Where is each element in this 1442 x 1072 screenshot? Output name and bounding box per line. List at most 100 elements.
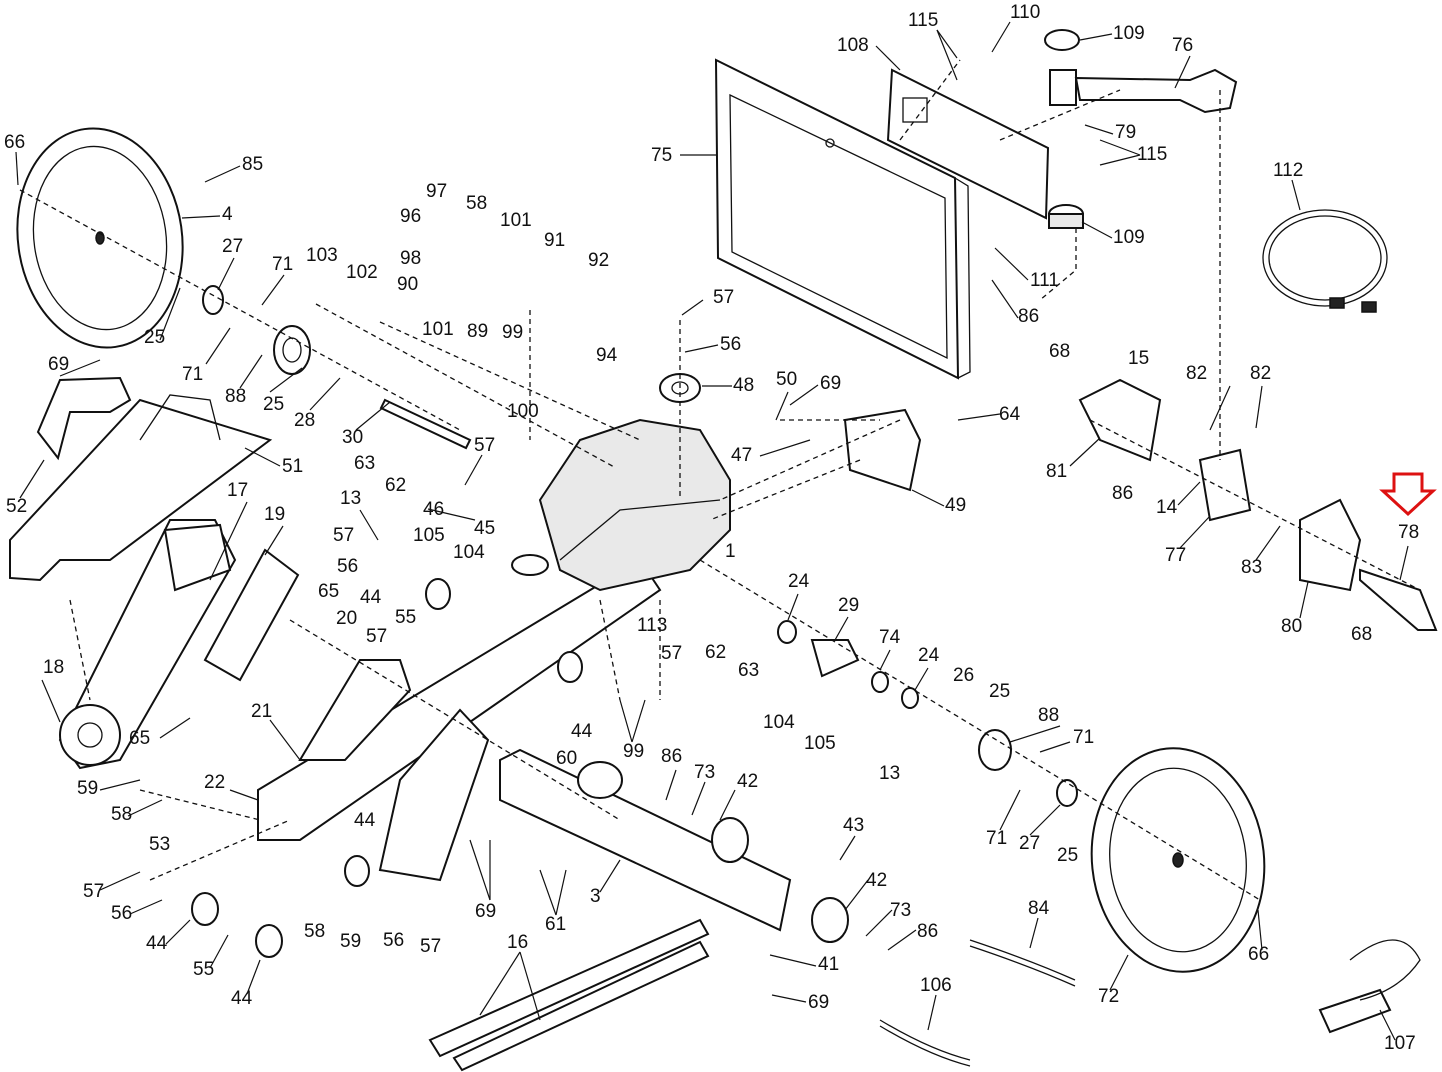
part-number-label: 18 (43, 657, 64, 678)
part-number-label: 46 (423, 499, 444, 520)
right-pedal (298, 659, 412, 761)
part-number-label: 115 (908, 10, 938, 31)
part-number-label: 88 (225, 386, 246, 407)
part-number-label: 63 (738, 660, 759, 681)
part-number-label: 82 (1250, 363, 1271, 384)
part-number-label: 57 (366, 626, 387, 647)
part-number-label: 104 (453, 542, 485, 563)
part-number-label: 28 (294, 410, 315, 431)
part-number-label: 75 (651, 145, 672, 166)
small-wheels (191, 578, 583, 958)
part-number-label: 98 (400, 248, 421, 269)
part-number-label: 110 (1010, 2, 1040, 23)
part-number-label: 17 (227, 480, 248, 501)
part-number-label: 24 (788, 571, 810, 592)
part-number-label: 57 (661, 643, 682, 664)
part-number-label: 49 (945, 495, 966, 516)
part-number-label: 69 (820, 373, 841, 394)
part-number-label: 88 (1038, 705, 1059, 726)
part-number-label: 103 (306, 245, 338, 266)
part-number-label: 57 (713, 287, 734, 308)
part-number-label: 16 (507, 932, 528, 953)
part-number-label: 68 (1351, 624, 1372, 645)
part-number-label: 25 (1057, 845, 1078, 866)
part-number-label: 56 (383, 930, 404, 951)
part-number-label: 86 (1018, 306, 1039, 327)
part-number-label: 14 (1156, 497, 1178, 518)
part-number-label: 57 (83, 881, 104, 902)
part-number-label: 55 (193, 959, 214, 980)
part-number-label: 66 (1248, 944, 1269, 965)
part-number-label: 81 (1046, 461, 1067, 482)
part-number-label: 69 (475, 901, 496, 922)
part-number-label: 69 (808, 992, 829, 1013)
part-number-label: 97 (426, 181, 447, 202)
part-number-label: 86 (1112, 483, 1133, 504)
part-number-label: 15 (1128, 348, 1149, 369)
part-number-label: 106 (920, 975, 952, 996)
part-number-label: 73 (694, 762, 715, 783)
part-number-label: 59 (340, 931, 361, 952)
part-number-label: 56 (337, 556, 358, 577)
part-number-label: 3 (590, 886, 601, 907)
part-number-label: 13 (879, 763, 900, 784)
part-number-label: 65 (129, 728, 150, 749)
part-number-label: 66 (4, 132, 25, 153)
part-number-label: 42 (737, 771, 758, 792)
part-number-label: 71 (182, 364, 203, 385)
part-number-label: 108 (837, 35, 869, 56)
part-labels: 115 110 109 76 108 75 79 115 109 111 86 … (4, 2, 1419, 1054)
part-number-label: 57 (474, 435, 495, 456)
part-number-label: 84 (1028, 898, 1050, 919)
console-screen (714, 58, 971, 380)
part-number-label: 21 (251, 701, 272, 722)
part-number-label: 45 (474, 518, 495, 539)
part-number-label: 112 (1273, 160, 1303, 181)
part-number-label: 92 (588, 250, 609, 271)
part-number-label: 76 (1172, 35, 1193, 56)
part-number-label: 101 (422, 319, 454, 340)
part-number-label: 25 (989, 681, 1010, 702)
part-number-label: 13 (340, 488, 361, 509)
part-number-label: 30 (342, 427, 363, 448)
part-number-label: 1 (725, 541, 736, 562)
part-number-label: 113 (637, 615, 667, 636)
part-number-label: 107 (1384, 1033, 1416, 1054)
part-number-label: 29 (838, 595, 859, 616)
part-number-label: 57 (420, 936, 441, 957)
part-number-label: 22 (204, 772, 225, 793)
part-number-label: 111 (1030, 270, 1059, 291)
power-adapter (1318, 939, 1421, 1034)
part-number-label: 79 (1115, 122, 1136, 143)
part-number-label: 48 (733, 375, 754, 396)
part-number-label: 64 (999, 404, 1021, 425)
part-number-label: 26 (953, 665, 974, 686)
part-number-label: 59 (77, 778, 98, 799)
part-number-label: 27 (222, 236, 243, 257)
part-number-label: 69 (48, 354, 69, 375)
wire-harnesses (879, 939, 1076, 1067)
part-number-label: 61 (545, 914, 566, 935)
part-number-label: 41 (818, 954, 839, 975)
part-number-label: 90 (397, 274, 418, 295)
part-number-label: 89 (467, 321, 488, 342)
main-frame (257, 418, 731, 841)
part-number-label: 51 (282, 456, 303, 477)
part-number-label: 71 (1073, 727, 1094, 748)
part-number-label: 115 (1137, 144, 1167, 165)
right-flywheel (1090, 747, 1266, 973)
part-number-label: 56 (720, 334, 741, 355)
part-number-label: 78 (1398, 522, 1419, 543)
part-number-label: 96 (400, 206, 421, 227)
part-number-label: 102 (346, 262, 378, 283)
part-number-label: 52 (6, 496, 27, 517)
part-number-label: 58 (466, 193, 487, 214)
leader-lines (15, 21, 1409, 1041)
pedal-bracket (203, 548, 300, 682)
part-number-label: 19 (264, 504, 285, 525)
seat-bracket (843, 408, 922, 492)
rear-beam (499, 748, 849, 943)
part-number-label: 100 (507, 401, 539, 422)
part-number-label: 62 (705, 642, 726, 663)
